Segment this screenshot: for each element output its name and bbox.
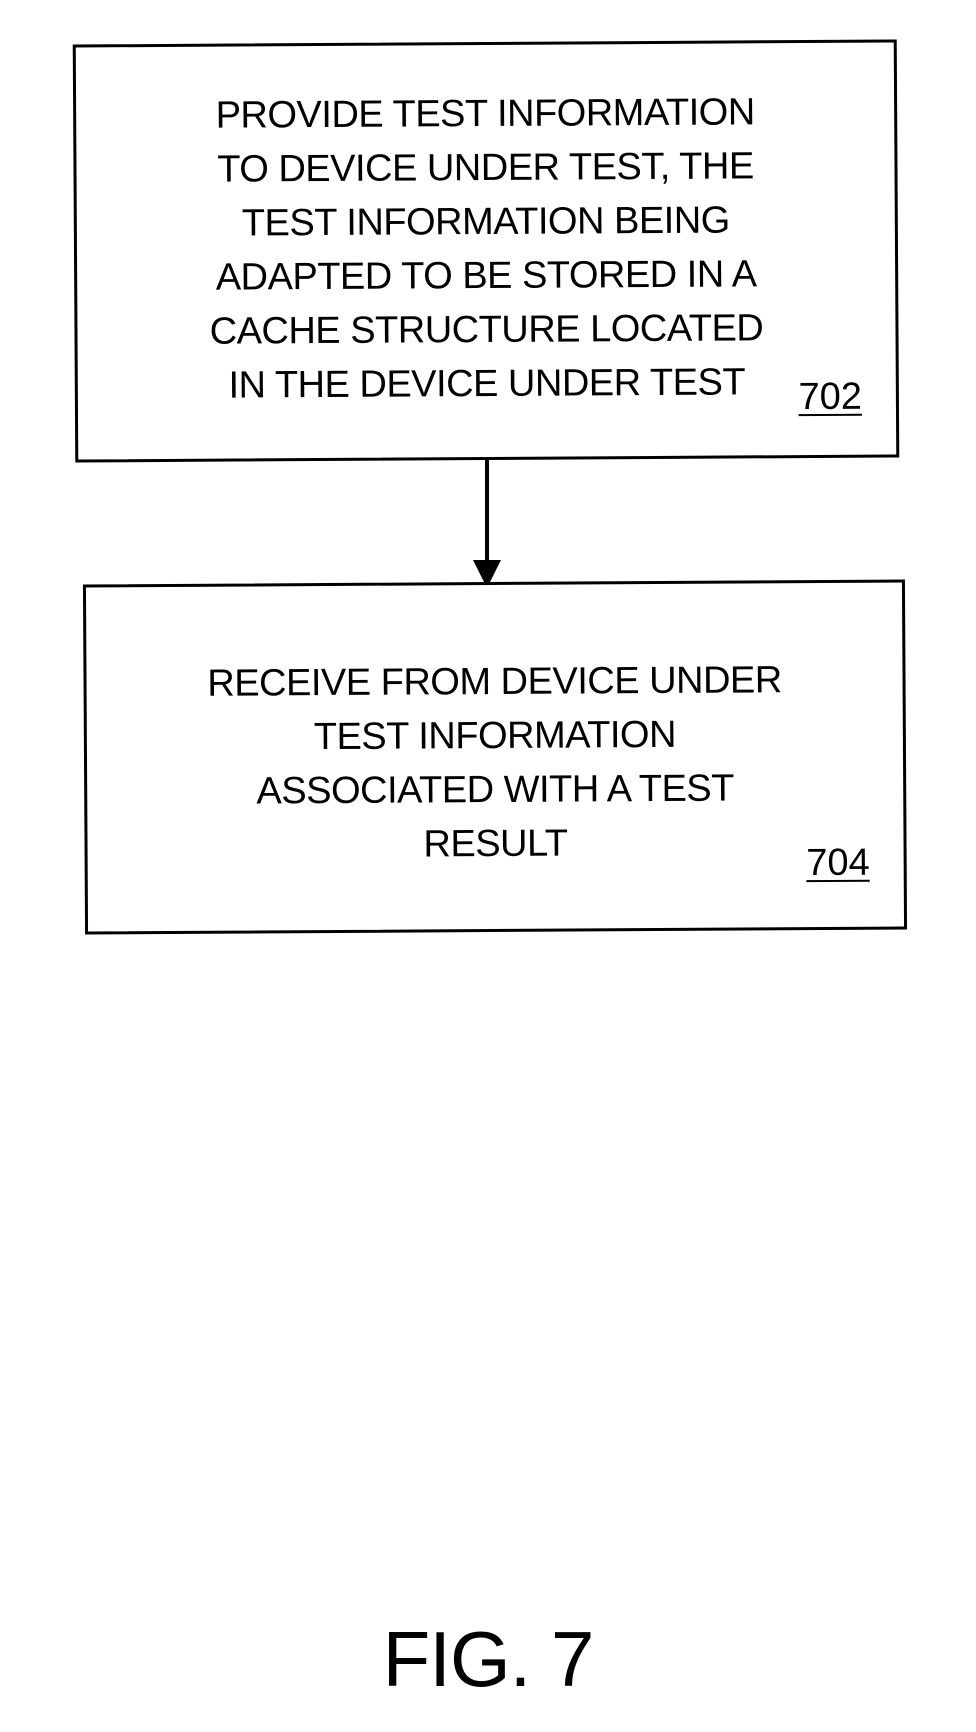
step-box-702: PROVIDE TEST INFORMATION TO DEVICE UNDER…	[72, 39, 900, 463]
step-text-line: CACHE STRUCTURE LOCATED	[209, 307, 764, 353]
step-text-line: ADAPTED TO BE STORED IN A	[215, 253, 757, 299]
step-text-line: PROVIDE TEST INFORMATION	[215, 91, 755, 137]
step-box-704: RECEIVE FROM DEVICE UNDER TEST INFORMATI…	[82, 579, 908, 935]
step-text-line: TO DEVICE UNDER TEST, THE	[217, 145, 754, 191]
step-text-line: TEST INFORMATION	[313, 713, 677, 759]
step-reference-number: 704	[806, 841, 870, 885]
step-text-line: IN THE DEVICE UNDER TEST	[228, 361, 746, 407]
figure-label: FIG. 7	[382, 1615, 595, 1703]
step-text-704: RECEIVE FROM DEVICE UNDER TEST INFORMATI…	[86, 653, 903, 874]
step-text-702: PROVIDE TEST INFORMATION TO DEVICE UNDER…	[76, 85, 896, 414]
step-reference-number: 702	[798, 375, 863, 419]
step-text-line: RESULT	[423, 822, 568, 866]
step-text-line: TEST INFORMATION BEING	[241, 199, 730, 245]
step-text-line: ASSOCIATED WITH A TEST	[256, 767, 735, 813]
step-text-line: RECEIVE FROM DEVICE UNDER	[207, 659, 782, 705]
